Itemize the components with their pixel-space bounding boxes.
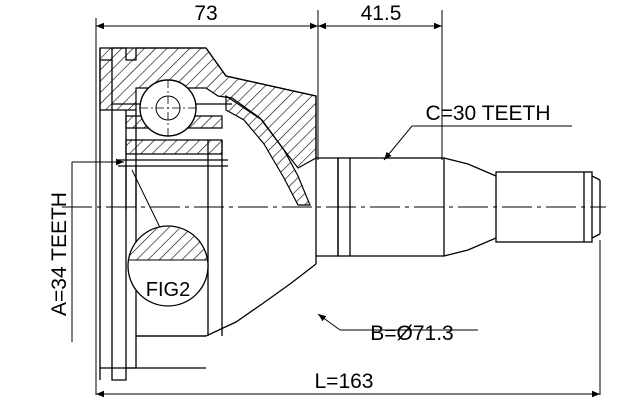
length-l-label: L=163 [315, 370, 374, 393]
dim-41-5-label: 41.5 [361, 2, 402, 25]
dim-73-label: 73 [194, 2, 217, 25]
spline-c-label: C=30 TEETH [425, 102, 550, 125]
ball-element [139, 79, 197, 137]
dimension-lines [71, 10, 601, 398]
fig2-label: FIG2 [146, 279, 190, 301]
diameter-b-label: B=Ø71.3 [370, 322, 453, 345]
spline-a-label: A=34 TEETH [48, 192, 71, 316]
